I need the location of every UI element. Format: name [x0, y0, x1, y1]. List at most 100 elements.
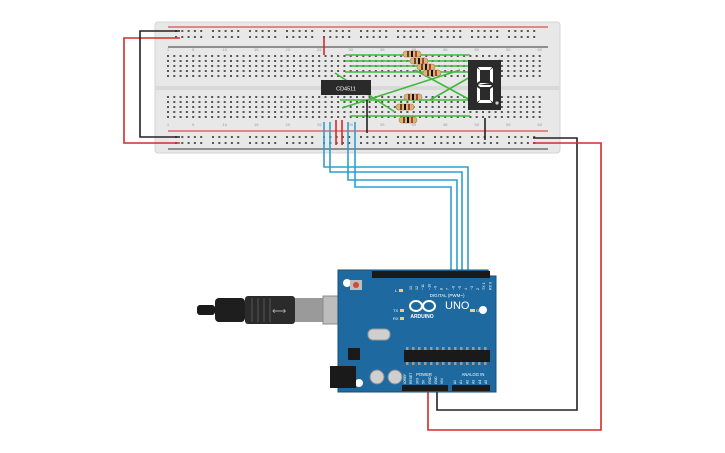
- digital-pin-label: 7: [446, 288, 450, 290]
- digital-pin-label: 2: [476, 288, 480, 290]
- column-number: 50: [474, 47, 479, 52]
- mounting-hole: [355, 379, 363, 387]
- data-wires[interactable]: [323, 122, 469, 272]
- analog-header[interactable]: [452, 385, 490, 391]
- resistor[interactable]: [398, 116, 418, 124]
- analog-pin-label: A4: [478, 380, 482, 384]
- column-number: 35: [380, 122, 385, 127]
- analog-header-label: ANALOG IN: [462, 372, 485, 377]
- digital-pin-label: 13: [409, 286, 413, 290]
- power-pin-label: 3V3: [415, 378, 419, 384]
- column-number: 55: [506, 122, 511, 127]
- usb-plug-ridges: [251, 298, 271, 322]
- reset-button[interactable]: [353, 282, 359, 288]
- column-number: 40: [411, 47, 416, 52]
- column-number: 20: [285, 122, 290, 127]
- column-number: 20: [285, 47, 290, 52]
- column-number: 15: [254, 122, 259, 127]
- atmega-chip: [404, 350, 490, 362]
- capacitor: [369, 369, 385, 385]
- resistor[interactable]: [402, 50, 422, 58]
- green-wire-f[interactable]: [341, 69, 461, 109]
- column-number: 25: [317, 122, 322, 127]
- column-number: 35: [380, 47, 385, 52]
- power-pin-label: GND: [434, 376, 438, 384]
- power-jack[interactable]: [330, 366, 356, 388]
- column-number: 40: [411, 122, 416, 127]
- digital-pin-label: ~6: [452, 286, 456, 290]
- blue-wire-1[interactable]: [323, 122, 469, 272]
- atmega-pins: [406, 347, 487, 365]
- analog-pin-label: A0: [453, 380, 457, 384]
- led-l-label: L: [395, 288, 398, 293]
- arduino-model: UNO: [445, 300, 470, 312]
- decimal-point: [495, 101, 499, 105]
- resistors[interactable]: [395, 50, 442, 124]
- seven-segment-display[interactable]: [468, 60, 501, 110]
- mounting-hole: [343, 279, 351, 287]
- segments: [477, 67, 493, 103]
- usb-interface-chip: [348, 348, 360, 360]
- column-number: 5: [192, 122, 195, 127]
- power-wires[interactable]: [123, 30, 602, 431]
- column-number: 30: [348, 122, 353, 127]
- digital-pin-label: RX 0: [488, 282, 492, 290]
- column-number: 15: [254, 47, 259, 52]
- power-pin-label: GND: [428, 376, 432, 384]
- digital-pin-label: ~11: [421, 284, 425, 290]
- cd4511-chip[interactable]: CD4511: [321, 80, 371, 95]
- usb-cable-strain-relief: [197, 305, 215, 315]
- power-pin-label: IOREF: [403, 374, 407, 384]
- blue-wire-4[interactable]: [354, 122, 452, 272]
- resistor[interactable]: [395, 103, 415, 111]
- rail-black-jumper[interactable]: [139, 30, 180, 138]
- column-number: 60: [537, 47, 542, 52]
- column-number: 10: [222, 47, 227, 52]
- led-l: [399, 289, 403, 292]
- gnd-to-arduino[interactable]: [436, 137, 578, 411]
- power-pin-label: 5V: [422, 379, 426, 384]
- power-pin-label: VIN: [440, 378, 444, 384]
- resistor[interactable]: [416, 63, 436, 71]
- on-label: ON: [476, 308, 482, 313]
- usb-symbol-icon: ⟷: [272, 306, 286, 317]
- rail-red-jumper[interactable]: [123, 37, 180, 144]
- tx-label: TX: [393, 308, 398, 313]
- digital-pin-label: 4: [464, 288, 468, 290]
- capacitor: [387, 369, 403, 385]
- blue-wire-3[interactable]: [347, 122, 458, 272]
- column-number: 50: [474, 122, 479, 127]
- digital-pin-label: ~5: [458, 286, 462, 290]
- led-rx: [400, 317, 404, 320]
- column-number: 1: [167, 122, 170, 127]
- column-number: 30: [348, 47, 353, 52]
- column-number: 60: [537, 122, 542, 127]
- analog-pin-label: A1: [459, 380, 463, 384]
- 5v-to-arduino[interactable]: [427, 142, 602, 431]
- power-pin-label: RESET: [409, 373, 413, 384]
- digital-pin-label: ~10: [427, 284, 431, 290]
- resistor[interactable]: [403, 93, 423, 101]
- digital-pin-label: TX 1: [482, 282, 486, 290]
- analog-pin-label: A3: [472, 380, 476, 384]
- power-header-label: POWER: [416, 372, 432, 377]
- blue-wire-2[interactable]: [329, 122, 463, 272]
- usb-metal-shell: [295, 298, 323, 322]
- rx-label: RX: [393, 316, 399, 321]
- digital-pin-label: ~9: [433, 286, 437, 290]
- crystal: [367, 328, 391, 341]
- analog-pin-label: A2: [465, 380, 469, 384]
- resistor[interactable]: [422, 69, 442, 77]
- led-on: [470, 309, 475, 312]
- analog-pin-label: A5: [484, 380, 488, 384]
- column-numbers: 1155101015152020252530303535404045455050…: [167, 47, 543, 127]
- power-header[interactable]: [402, 385, 448, 391]
- chip-body: [321, 80, 371, 95]
- column-number: 5: [192, 47, 195, 52]
- resistor[interactable]: [409, 57, 429, 65]
- chip-label: CD4511: [336, 87, 356, 93]
- digital-header[interactable]: [372, 271, 490, 278]
